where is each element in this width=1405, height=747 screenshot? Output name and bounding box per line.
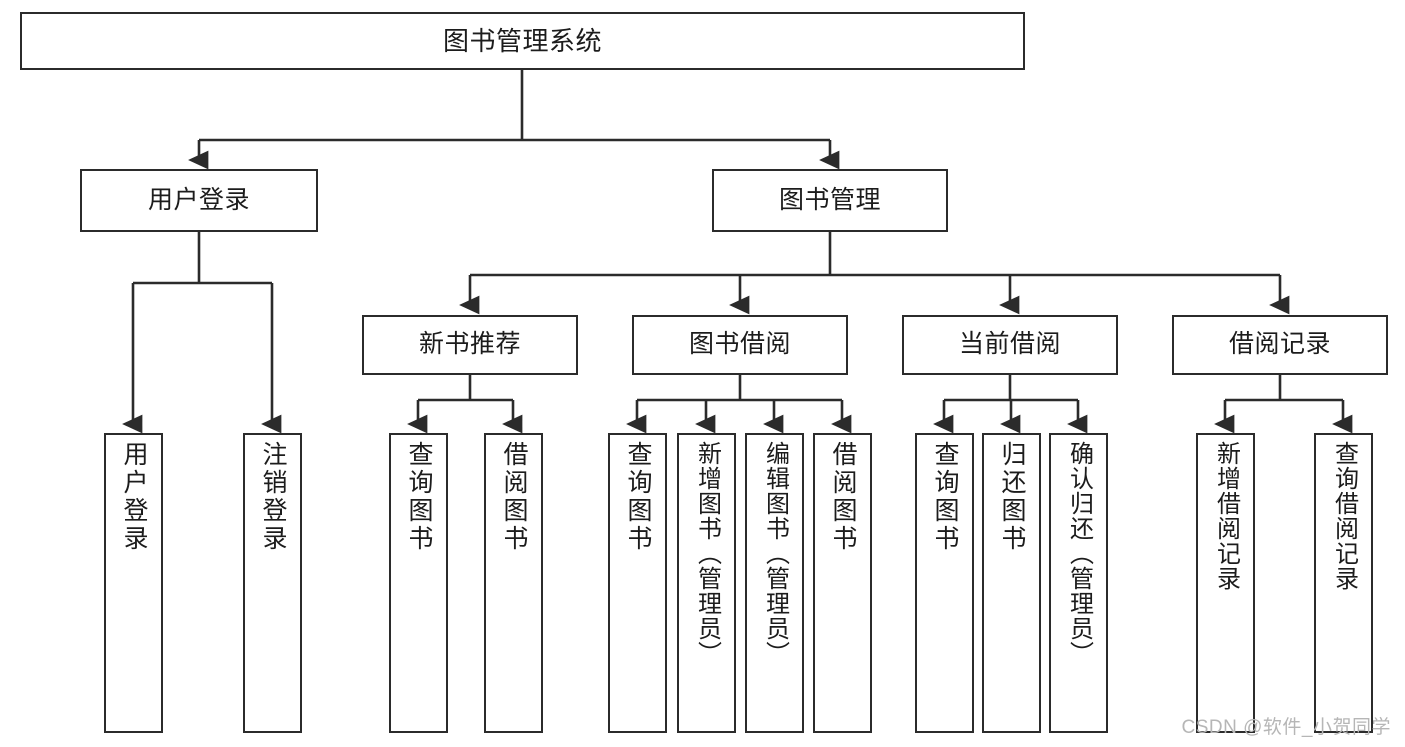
node-label: 查询图书: [624, 441, 652, 553]
node-leaf-edit-book-admin[interactable]: 编辑图书（管理员）: [745, 433, 804, 733]
node-leaf-query-borrow-record[interactable]: 查询借阅记录: [1314, 433, 1373, 733]
node-label: 新书推荐: [418, 330, 521, 359]
node-label: 确认归还（管理员）: [1065, 441, 1093, 666]
node-book-borrow[interactable]: 图书借阅: [632, 315, 848, 375]
node-label: 用户登录: [147, 185, 250, 214]
node-book-management[interactable]: 图书管理: [712, 169, 948, 232]
node-leaf-query-book-current[interactable]: 查询图书: [915, 433, 974, 733]
node-user-login[interactable]: 用户登录: [80, 169, 318, 232]
node-label: 图书借阅: [688, 330, 791, 359]
node-leaf-add-borrow-record[interactable]: 新增借阅记录: [1196, 433, 1255, 733]
watermark-text: CSDN @软件_小贺同学: [1181, 717, 1391, 738]
node-leaf-borrow-book[interactable]: 借阅图书: [813, 433, 872, 733]
node-label: 当前借阅: [958, 330, 1061, 359]
node-leaf-return-book[interactable]: 归还图书: [982, 433, 1041, 733]
node-label: 借阅图书: [500, 441, 528, 553]
node-label: 查询借阅记录: [1330, 441, 1358, 591]
node-borrow-record[interactable]: 借阅记录: [1172, 315, 1388, 375]
node-leaf-borrow-book-recommend[interactable]: 借阅图书: [484, 433, 543, 733]
node-label: 编辑图书（管理员）: [761, 441, 789, 666]
node-root-system[interactable]: 图书管理系统: [20, 12, 1025, 70]
node-label: 新增图书（管理员）: [693, 441, 721, 666]
node-current-borrow[interactable]: 当前借阅: [902, 315, 1118, 375]
node-label: 查询图书: [405, 441, 433, 553]
node-label: 图书管理系统: [442, 25, 602, 56]
node-label: 注销登录: [259, 441, 287, 553]
node-leaf-user-login[interactable]: 用户登录: [104, 433, 163, 733]
node-leaf-confirm-return-admin[interactable]: 确认归还（管理员）: [1049, 433, 1108, 733]
node-label: 借阅图书: [829, 441, 857, 553]
node-leaf-add-book-admin[interactable]: 新增图书（管理员）: [677, 433, 736, 733]
node-leaf-query-book-borrow[interactable]: 查询图书: [608, 433, 667, 733]
node-label: 归还图书: [998, 441, 1026, 553]
node-label: 用户登录: [120, 441, 148, 553]
node-leaf-query-book-recommend[interactable]: 查询图书: [389, 433, 448, 733]
node-label: 查询图书: [931, 441, 959, 553]
node-label: 借阅记录: [1228, 330, 1331, 359]
node-label: 新增借阅记录: [1212, 441, 1240, 591]
node-new-book-recommend[interactable]: 新书推荐: [362, 315, 578, 375]
node-label: 图书管理: [778, 185, 881, 214]
node-leaf-logout[interactable]: 注销登录: [243, 433, 302, 733]
